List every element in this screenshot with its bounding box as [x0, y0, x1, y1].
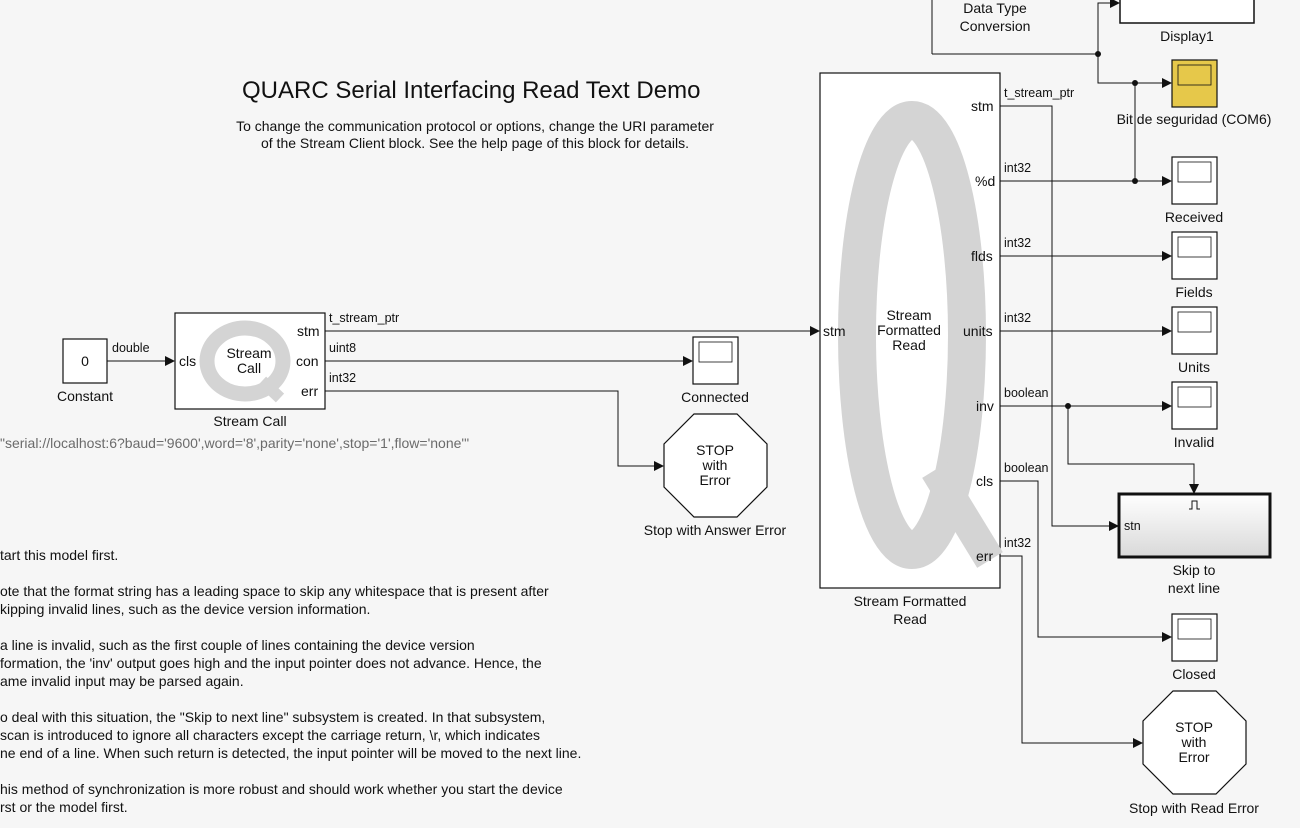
- received-label: Received: [1164, 209, 1224, 225]
- signal-err-to-stop: [325, 390, 664, 471]
- stream-call-in-port: cls: [179, 353, 197, 369]
- connected-scope[interactable]: [692, 336, 739, 385]
- page-title: QUARC Serial Interfacing Read Text Demo: [242, 77, 701, 104]
- stop-answer-label: Stop with Answer Error: [643, 522, 787, 538]
- skip-to-next-line-block[interactable]: [1117, 492, 1272, 559]
- signal-inv-to-skip: [1067, 406, 1199, 494]
- stop-read-text-1: STOP: [1175, 719, 1213, 735]
- stop-answer-text-2: with: [702, 457, 728, 473]
- stream-formatted-read-block[interactable]: [819, 72, 1003, 589]
- formatted-inner-1: Stream: [886, 307, 932, 323]
- signal-branch-to-bit: [1134, 78, 1172, 181]
- note-line: ne end of a line. When such return is de…: [0, 745, 582, 761]
- note-line: ote that the format string has a leading…: [0, 583, 549, 599]
- skip-port-stn: stn: [1124, 519, 1141, 533]
- pulse-trigger-icon: [1189, 500, 1200, 510]
- constant-label: Constant: [56, 388, 114, 404]
- stop-read-text-3: Error: [1178, 749, 1210, 765]
- formatted-signal-units: int32: [1004, 311, 1032, 325]
- formatted-signal-flds: int32: [1004, 236, 1032, 250]
- formatted-port-cls: cls: [976, 473, 994, 489]
- stop-answer-text-3: Error: [699, 472, 731, 488]
- description-line-1: To change the communication protocol or …: [236, 118, 714, 134]
- formatted-signal-stm: t_stream_ptr: [1004, 86, 1075, 100]
- fields-label: Fields: [1175, 284, 1213, 300]
- stream-call-port-con: con: [296, 353, 319, 369]
- stop-answer-error-block[interactable]: [663, 413, 768, 518]
- display1-label: Display1: [1160, 28, 1214, 44]
- note-line: scan is introduced to ignore all charact…: [0, 727, 541, 743]
- signal-cls-to-closed: [1000, 480, 1172, 642]
- formatted-port-err: err: [976, 548, 994, 564]
- data-type-conversion-label-2: Conversion: [959, 18, 1031, 34]
- closed-label: Closed: [1172, 666, 1216, 682]
- stream-call-inner-1: Stream: [226, 345, 272, 361]
- formatted-signal-inv: boolean: [1004, 386, 1049, 400]
- note-line: his method of synchronization is more ro…: [0, 781, 563, 797]
- note-line: kipping invalid lines, such as the devic…: [0, 601, 371, 617]
- note-line: o deal with this situation, the "Skip to…: [0, 709, 546, 725]
- formatted-port-stm: stm: [971, 98, 994, 114]
- note-line: rst or the model first.: [0, 799, 128, 815]
- signal-conversion-line: [932, 53, 1135, 84]
- connected-label: Connected: [681, 389, 749, 405]
- stream-call-inner-2: Call: [236, 360, 262, 376]
- description-line-2: of the Stream Client block. See the help…: [260, 135, 690, 151]
- note-line: formation, the 'inv' output goes high an…: [0, 655, 542, 671]
- stream-call-port-err: err: [301, 383, 319, 399]
- formatted-port-d: %d: [975, 173, 996, 189]
- units-scope[interactable]: [1171, 306, 1218, 355]
- closed-scope[interactable]: [1171, 613, 1218, 662]
- signal-label-con: uint8: [329, 341, 357, 355]
- constant-block[interactable]: [62, 338, 108, 384]
- uri-annotation: "serial://localhost:6?baud='9600',word='…: [0, 435, 470, 451]
- stream-call-label: Stream Call: [213, 413, 287, 429]
- invalid-scope[interactable]: [1171, 381, 1218, 430]
- quarc-logo-watermark-small: [199, 320, 291, 403]
- note-line: a line is invalid, such as the first cou…: [0, 637, 475, 653]
- formatted-signal-cls: boolean: [1004, 461, 1049, 475]
- signal-to-display1: [1097, 0, 1120, 54]
- constant-signal-type: double: [112, 341, 150, 355]
- bit-seguridad-label: Bit de seguridad (COM6): [1116, 111, 1272, 127]
- received-scope[interactable]: [1171, 156, 1218, 205]
- stop-read-error-block[interactable]: [1142, 690, 1247, 795]
- stop-read-text-2: with: [1181, 734, 1207, 750]
- signal-label-err: int32: [329, 371, 357, 385]
- formatted-port-inv: inv: [976, 398, 994, 414]
- stop-read-label: Stop with Read Error: [1129, 800, 1259, 816]
- bit-seguridad-scope[interactable]: [1171, 59, 1218, 108]
- formatted-inner-2: Formatted: [877, 322, 941, 338]
- signal-lines: [107, 0, 1199, 748]
- quarc-logo-watermark: [838, 101, 1003, 569]
- formatted-port-units: units: [963, 323, 993, 339]
- stream-call-port-stm: stm: [297, 323, 320, 339]
- note-line: ame invalid input may be parsed again.: [0, 673, 244, 689]
- skip-label-2: next line: [1167, 580, 1221, 596]
- units-label: Units: [1178, 359, 1210, 375]
- formatted-label-2: Read: [893, 611, 927, 627]
- formatted-signal-d: int32: [1004, 161, 1032, 175]
- constant-value: 0: [81, 353, 89, 369]
- skip-label-1: Skip to: [1172, 562, 1216, 578]
- fields-scope[interactable]: [1171, 231, 1218, 280]
- signal-stm-out-to-skip: [1000, 105, 1119, 531]
- invalid-label: Invalid: [1173, 434, 1215, 450]
- display1-block[interactable]: [1119, 0, 1255, 24]
- note-line: tart this model first.: [0, 547, 119, 563]
- data-type-conversion-label-1: Data Type: [963, 0, 1027, 16]
- signal-label-stm: t_stream_ptr: [329, 311, 400, 325]
- signal-err-to-stop-read: [1000, 555, 1143, 748]
- junction-dots: [1065, 51, 1138, 409]
- stop-answer-text-1: STOP: [696, 442, 734, 458]
- formatted-port-flds: flds: [971, 248, 993, 264]
- formatted-label-1: Stream Formatted: [853, 593, 967, 609]
- formatted-in-port: stm: [823, 323, 846, 339]
- formatted-signal-err: int32: [1004, 536, 1032, 550]
- formatted-inner-3: Read: [892, 337, 926, 353]
